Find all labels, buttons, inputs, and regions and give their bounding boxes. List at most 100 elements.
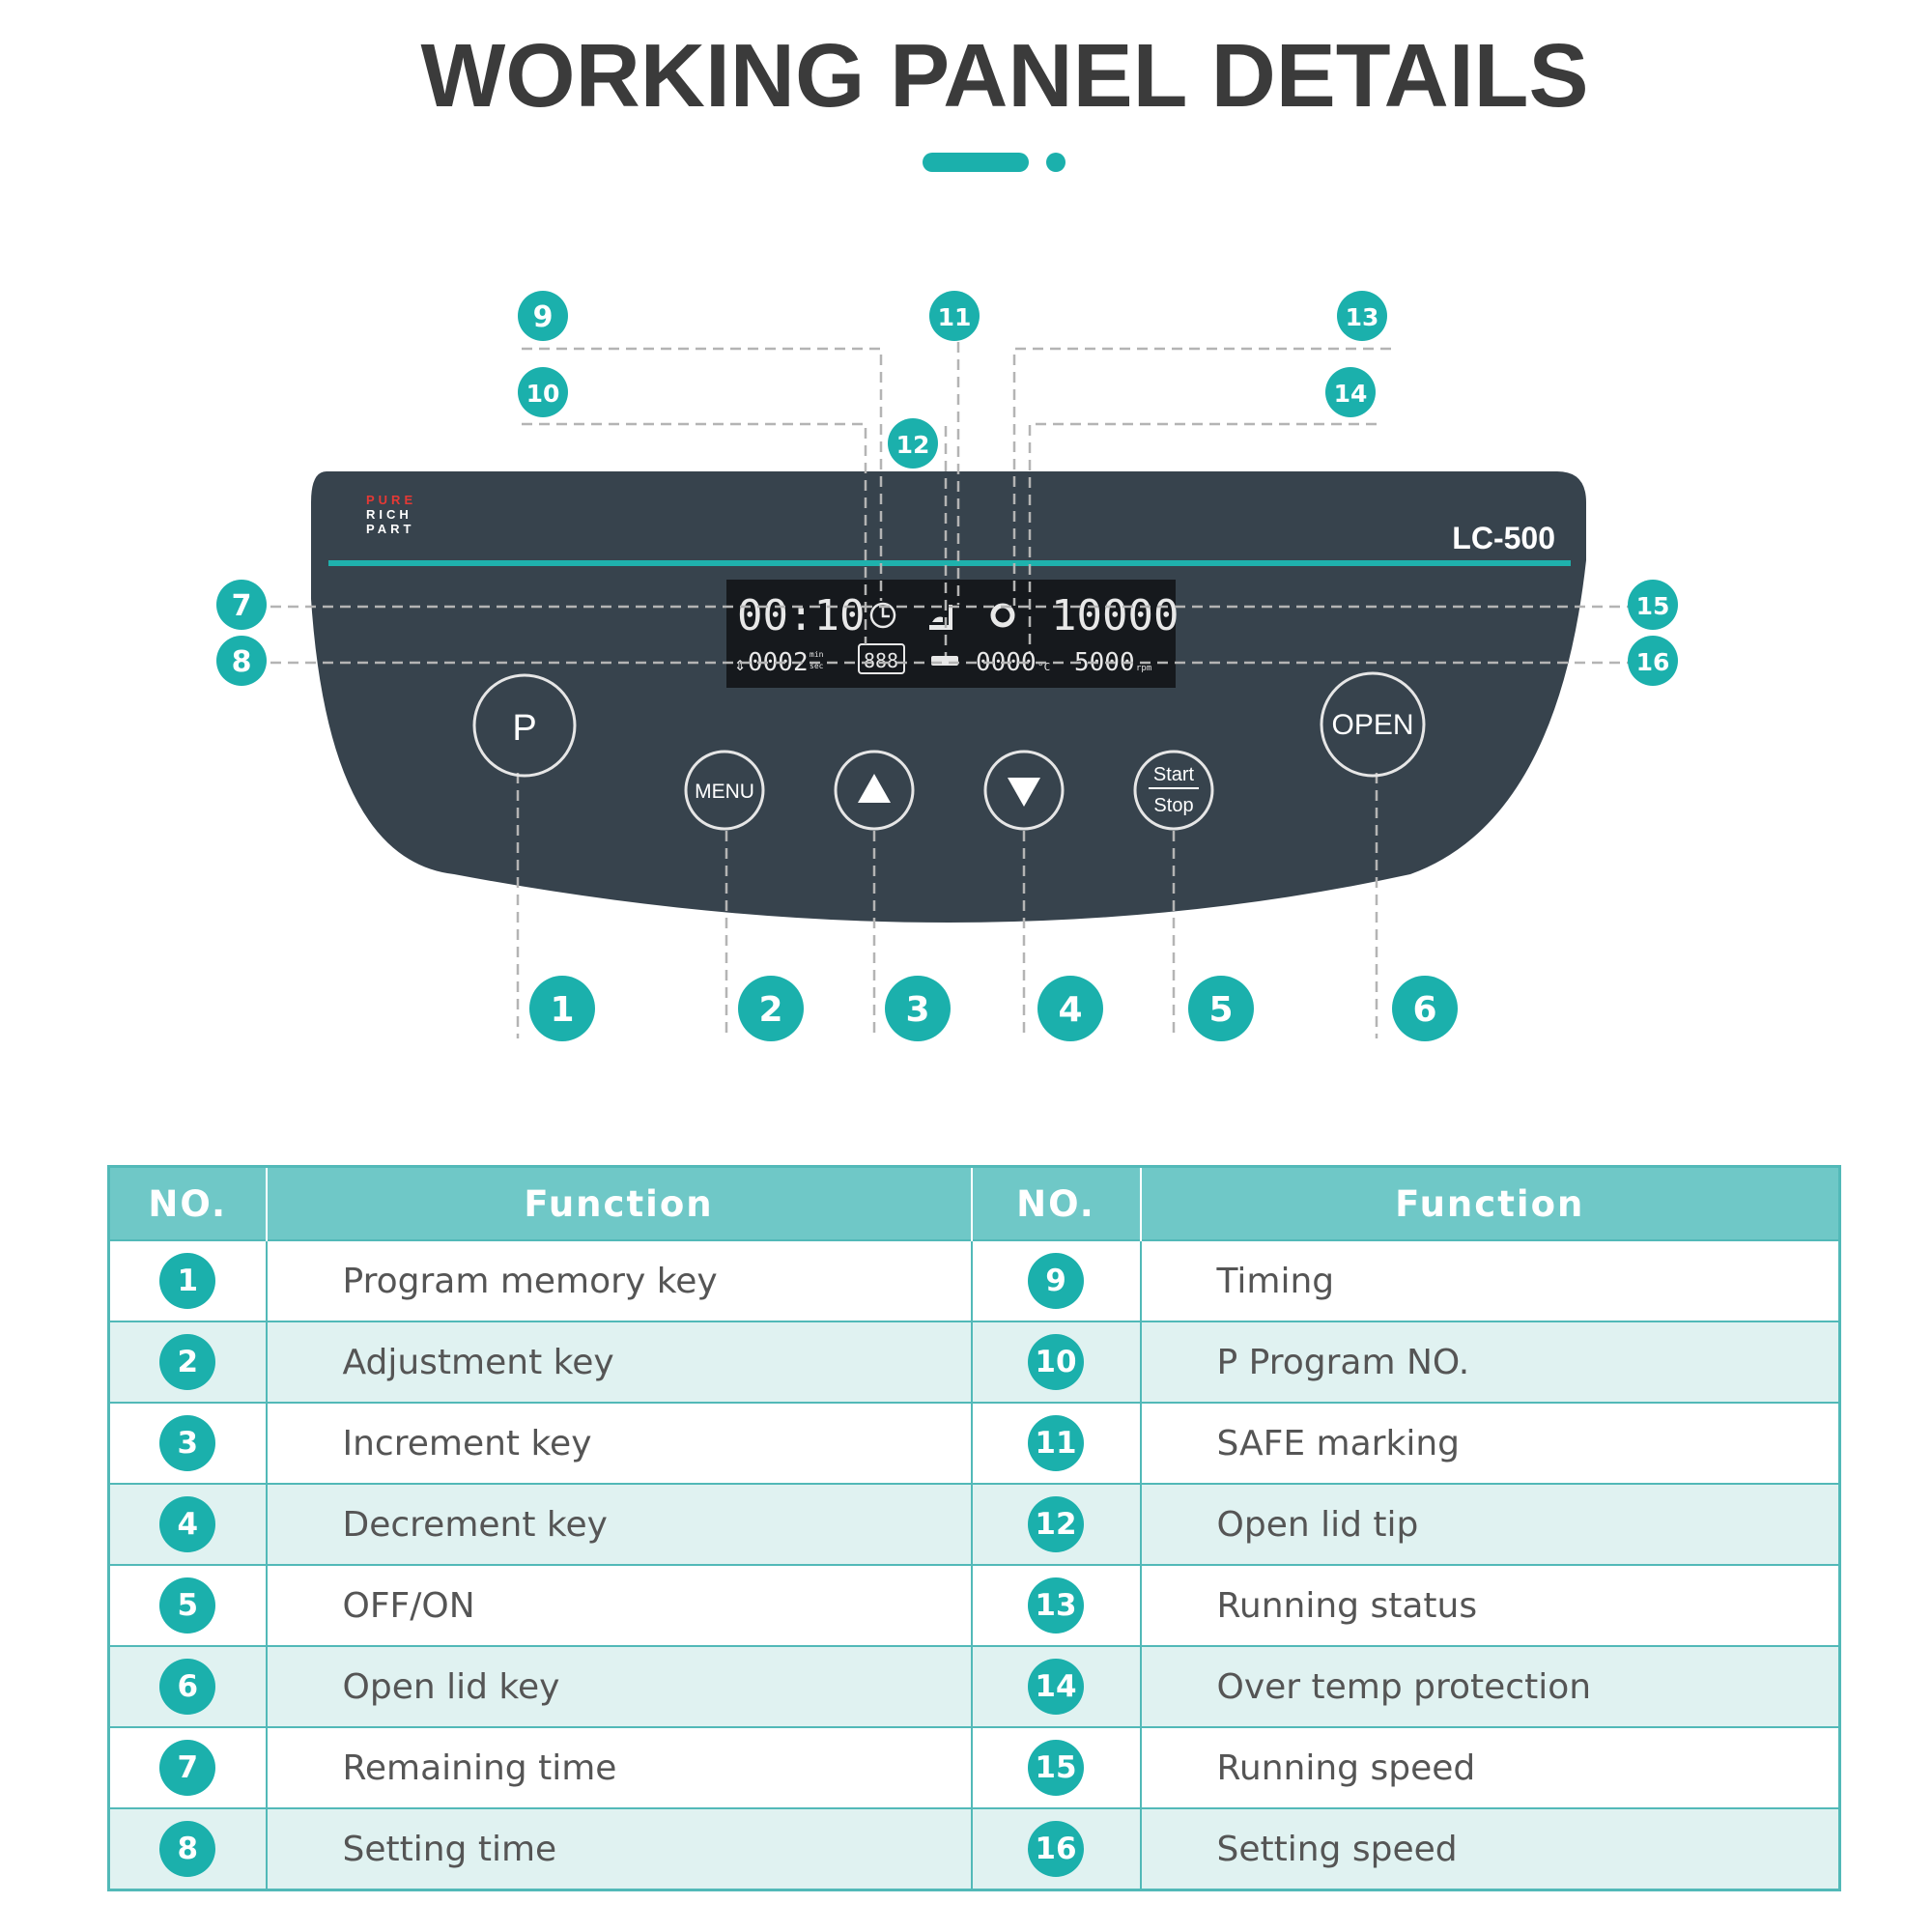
header-function-left: Function <box>266 1166 973 1240</box>
logo-line-1: PURE <box>366 493 416 507</box>
function-table: NO. Function NO. Function 1 Program memo… <box>107 1165 1841 1891</box>
open-lid-key[interactable]: OPEN <box>1320 671 1426 778</box>
function-cell: Running speed <box>1140 1726 1840 1808</box>
function-cell: Adjustment key <box>266 1321 973 1403</box>
callout-14: 14 <box>1325 367 1376 417</box>
row-number-badge: 11 <box>1028 1415 1084 1471</box>
function-cell: Open lid key <box>266 1645 973 1727</box>
table-row: 5 OFF/ON 13 Running status <box>108 1564 1840 1646</box>
row-number-badge: 8 <box>159 1821 216 1877</box>
lcd-display: 00:10 10000 ⇕ 0002 min sec 888 0000 °C 5… <box>726 580 1179 688</box>
function-cell: Remaining time <box>266 1726 973 1808</box>
function-cell: Setting time <box>266 1807 973 1890</box>
callout-13: 13 <box>1337 291 1387 341</box>
callout-12: 12 <box>888 418 938 469</box>
open-button-label: OPEN <box>1331 709 1413 741</box>
callout-8: 8 <box>216 636 267 686</box>
svg-text:9: 9 <box>533 300 554 334</box>
callout-3: 3 <box>885 976 951 1041</box>
safe-marking-icon <box>929 605 952 630</box>
row-number-badge: 13 <box>1028 1577 1084 1634</box>
program-number-readout: 888 <box>864 649 898 672</box>
callout-4: 4 <box>1037 976 1103 1041</box>
svg-text:2: 2 <box>758 990 782 1030</box>
table-row: 1 Program memory key 9 Timing <box>108 1239 1840 1321</box>
stop-label: Stop <box>1153 795 1193 816</box>
svg-text:11: 11 <box>938 303 972 331</box>
function-cell: Setting speed <box>1140 1807 1840 1890</box>
svg-text:1: 1 <box>550 990 574 1030</box>
callout-11: 11 <box>929 291 980 341</box>
brand-logo: PURE RICH PART <box>366 493 416 536</box>
row-number-badge: 15 <box>1028 1740 1084 1796</box>
row-number-badge: 10 <box>1028 1334 1084 1390</box>
control-panel-body <box>311 471 1586 923</box>
row-number-badge: 5 <box>159 1577 216 1634</box>
open-lid-tip-indicator <box>931 656 958 666</box>
row-number-badge: 14 <box>1028 1659 1084 1715</box>
callout-15: 15 <box>1628 580 1678 630</box>
decrement-key[interactable] <box>983 750 1065 831</box>
svg-text:5: 5 <box>1208 990 1233 1030</box>
model-label: LC-500 <box>1452 521 1555 555</box>
start-stop-key[interactable]: Start Stop <box>1133 750 1214 831</box>
callout-2: 2 <box>738 976 804 1041</box>
program-memory-key[interactable]: P <box>472 673 577 778</box>
callout-10: 10 <box>518 367 568 417</box>
table-row: 7 Remaining time 15 Running speed <box>108 1726 1840 1808</box>
svg-text:6: 6 <box>1412 990 1436 1030</box>
function-cell: Timing <box>1140 1239 1840 1321</box>
row-number-badge: 9 <box>1028 1253 1084 1309</box>
svg-text:7: 7 <box>232 589 252 623</box>
row-number-badge: 3 <box>159 1415 216 1471</box>
function-cell: Over temp protection <box>1140 1645 1840 1727</box>
callout-5: 5 <box>1188 976 1254 1041</box>
row-number-badge: 4 <box>159 1496 216 1552</box>
svg-text:8: 8 <box>232 645 252 679</box>
p-button-label: P <box>512 708 536 749</box>
menu-button-label: MENU <box>695 781 754 803</box>
row-number-badge: 1 <box>159 1253 216 1309</box>
callout-6: 6 <box>1392 976 1458 1041</box>
function-cell: OFF/ON <box>266 1564 973 1646</box>
time-unit-sec: sec <box>810 662 824 670</box>
header-no-left: NO. <box>108 1166 268 1240</box>
row-number-badge: 7 <box>159 1740 216 1796</box>
svg-text:10: 10 <box>526 380 560 408</box>
panel-diagram: WORKING PANEL DETAILS PURE RICH PART LC-… <box>216 25 1678 1041</box>
callout-1: 1 <box>529 976 595 1041</box>
callout-16: 16 <box>1628 636 1678 686</box>
leader-lines <box>270 342 1633 1038</box>
title-underline-decoration <box>923 153 1065 172</box>
menu-adjustment-key[interactable]: MENU <box>684 750 765 831</box>
svg-text:13: 13 <box>1346 303 1379 331</box>
panel-accent-stripe <box>328 560 1571 566</box>
time-unit-min: min <box>810 650 824 659</box>
function-cell: Open lid tip <box>1140 1483 1840 1565</box>
program-number-frame <box>858 643 905 674</box>
start-label: Start <box>1153 764 1195 785</box>
table-row: 3 Increment key 11 SAFE marking <box>108 1402 1840 1484</box>
table-header-row: NO. Function NO. Function <box>108 1166 1840 1240</box>
function-cell: Program memory key <box>266 1239 973 1321</box>
function-cell: Running status <box>1140 1564 1840 1646</box>
row-number-badge: 12 <box>1028 1496 1084 1552</box>
function-cell: SAFE marking <box>1140 1402 1840 1484</box>
function-cell: P Program NO. <box>1140 1321 1840 1403</box>
function-cell: Increment key <box>266 1402 973 1484</box>
svg-text:14: 14 <box>1334 380 1368 408</box>
table-row: 8 Setting time 16 Setting speed <box>108 1807 1840 1890</box>
table-row: 6 Open lid key 14 Over temp protection <box>108 1645 1840 1727</box>
svg-text:3: 3 <box>905 990 929 1030</box>
decrement-arrow-icon <box>1008 778 1040 807</box>
logo-line-3: PART <box>366 522 414 536</box>
running-speed-readout: 10000 <box>1051 591 1179 640</box>
increment-key[interactable] <box>834 750 915 831</box>
speed-unit: rpm <box>1136 664 1151 673</box>
svg-text:16: 16 <box>1636 648 1670 676</box>
svg-text:12: 12 <box>896 431 930 459</box>
header-no-right: NO. <box>971 1166 1142 1240</box>
logo-line-2: RICH <box>366 507 412 522</box>
row-number-badge: 16 <box>1028 1821 1084 1877</box>
increment-arrow-icon <box>858 774 891 803</box>
